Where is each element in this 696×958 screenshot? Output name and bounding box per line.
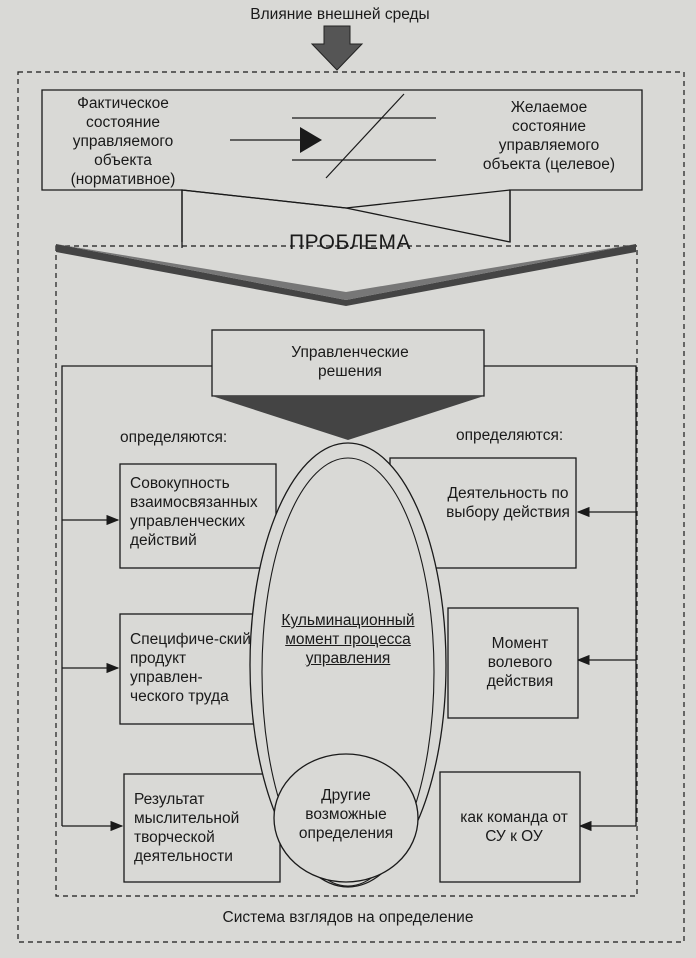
inner-dashed-frame bbox=[55, 245, 638, 897]
transition-slash bbox=[325, 93, 405, 179]
external-influence-arrow bbox=[310, 25, 364, 71]
left-box-2-text: Специфиче-ский продукт управлен-ческого … bbox=[130, 631, 251, 705]
defined-left-label: определяются: bbox=[120, 429, 228, 446]
external-influence-label: Влияние внешней среды bbox=[250, 6, 430, 23]
left-box-3-text: Результат мыслительной творческой деятел… bbox=[134, 791, 240, 865]
transition-arrowhead bbox=[300, 127, 322, 153]
right-box-2 bbox=[447, 607, 579, 719]
management-decisions-box bbox=[211, 329, 485, 397]
actual-state-text: Фактическое состояние управляемого объек… bbox=[70, 95, 176, 188]
right-box-3-text: как команда от СУ к ОУ bbox=[460, 809, 568, 845]
right-box-3 bbox=[439, 771, 581, 883]
desired-state-text: Желаемое состояние управляемого объекта … bbox=[482, 99, 616, 173]
left-box-3 bbox=[123, 773, 281, 883]
culmination-ellipse-inner bbox=[261, 457, 435, 887]
other-definitions-text: Другие возможные определения bbox=[298, 787, 394, 842]
states-box-v-bottom bbox=[181, 189, 511, 209]
other-definitions-circle bbox=[273, 753, 419, 883]
left-box-1 bbox=[119, 463, 277, 569]
decisions-funnel bbox=[212, 396, 484, 440]
right-box-2-text: Момент волевого действия bbox=[486, 635, 554, 690]
problem-label: ПРОБЛЕМА bbox=[288, 231, 412, 254]
system-of-views-label: Система взглядов на определение bbox=[222, 909, 474, 926]
left-box-2 bbox=[119, 613, 261, 725]
right-bus-line bbox=[484, 365, 637, 826]
outer-dashed-frame bbox=[17, 71, 685, 943]
left-box-1-text: Совокупность взаимосвязанных управленчес… bbox=[130, 475, 258, 549]
right-box-1-text: Деятельность по выбору действия bbox=[446, 485, 570, 521]
left-bus-line bbox=[61, 365, 212, 826]
culmination-text: Кульминационный момент процесса управлен… bbox=[281, 612, 415, 667]
management-decisions-label: Управленческие решения bbox=[291, 344, 409, 380]
defined-right-label: определяются: bbox=[456, 427, 564, 444]
